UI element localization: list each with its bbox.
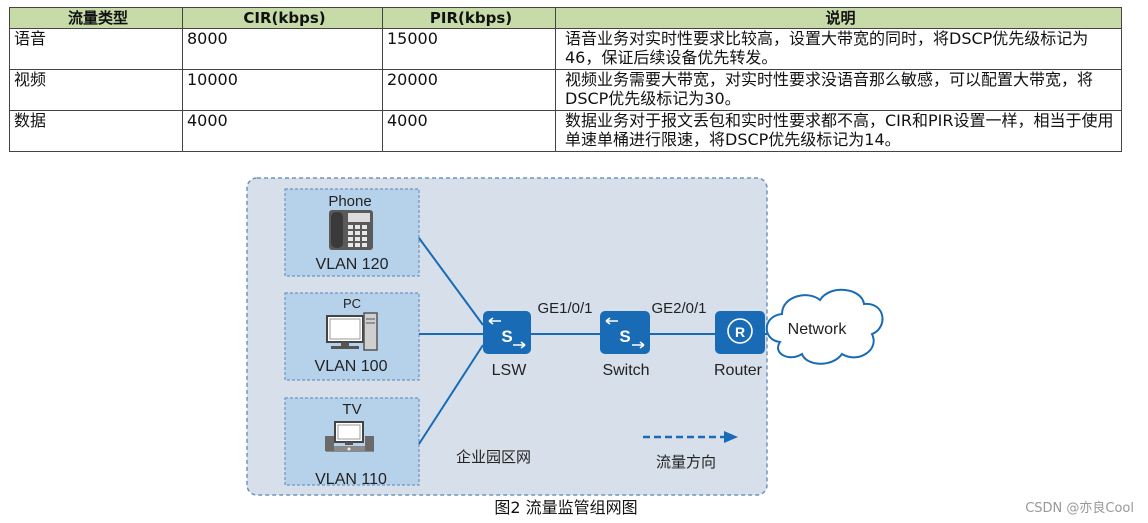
flow-arrow-head-icon xyxy=(724,431,738,443)
header-traffic-type: 流量类型 xyxy=(9,7,183,29)
table-row: 语音 8000 15000 语音业务对实时性要求比较高，设置大带宽的同时，将DS… xyxy=(9,28,1122,70)
link-phone-lsw xyxy=(418,237,484,326)
router-label: Router xyxy=(714,362,763,379)
cell-cir: 10000 xyxy=(182,69,383,111)
lsw-label: LSW xyxy=(492,362,528,379)
cell-description: 数据业务对于报文丢包和实时性要求都不高，CIR和PIR设置一样，相当于使用单速单… xyxy=(555,110,1122,152)
header-pir: PIR(kbps) xyxy=(382,7,556,29)
table-header-row: 流量类型 CIR(kbps) PIR(kbps) 说明 xyxy=(9,7,1122,29)
svg-text:S: S xyxy=(501,327,512,346)
figure-caption: 图2 流量监管组网图 xyxy=(494,498,637,517)
watermark: CSDN @亦良Cool xyxy=(1025,500,1134,516)
cell-pir: 20000 xyxy=(382,69,556,111)
link-tv-lsw xyxy=(418,344,484,445)
network-cloud-icon xyxy=(765,288,884,365)
traffic-table: 流量类型 CIR(kbps) PIR(kbps) 说明 语音 8000 1500… xyxy=(9,7,1122,152)
lsw-switch-icon: S xyxy=(483,311,531,354)
pc-name: PC xyxy=(343,296,361,311)
switch-label: Switch xyxy=(602,362,649,379)
tv-vlan: VLAN 110 xyxy=(315,471,387,488)
svg-text:R: R xyxy=(735,324,745,340)
cell-pir: 4000 xyxy=(382,110,556,152)
flow-label: 流量方向 xyxy=(656,453,716,471)
svg-text:S: S xyxy=(619,327,630,346)
table-row: 视频 10000 20000 视频业务需要大带宽，对实时性要求没语音那么敏感，可… xyxy=(9,69,1122,111)
cell-type: 数据 xyxy=(9,110,183,152)
switch-icon: S xyxy=(600,311,650,354)
router-icon: R xyxy=(715,311,765,354)
port-ge2: GE2/0/1 xyxy=(651,300,706,317)
pc-icon xyxy=(326,312,378,351)
phone-name: Phone xyxy=(328,193,371,210)
cell-description: 视频业务需要大带宽，对实时性要求没语音那么敏感，可以配置大带宽，将DSCP优先级… xyxy=(555,69,1122,111)
cell-type: 视频 xyxy=(9,69,183,111)
pc-vlan: VLAN 100 xyxy=(315,358,388,375)
port-ge1: GE1/0/1 xyxy=(537,300,592,317)
tv-icon xyxy=(325,421,374,452)
table-row: 数据 4000 4000 数据业务对于报文丢包和实时性要求都不高，CIR和PIR… xyxy=(9,110,1122,152)
header-cir: CIR(kbps) xyxy=(182,7,383,29)
cell-cir: 4000 xyxy=(182,110,383,152)
campus-label: 企业园区网 xyxy=(456,448,531,466)
network-label: Network xyxy=(788,321,848,338)
cell-description: 语音业务对实时性要求比较高，设置大带宽的同时，将DSCP优先级标记为46，保证后… xyxy=(555,28,1122,70)
tv-name: TV xyxy=(342,401,361,418)
phone-icon xyxy=(329,210,373,250)
phone-vlan: VLAN 120 xyxy=(316,256,389,273)
